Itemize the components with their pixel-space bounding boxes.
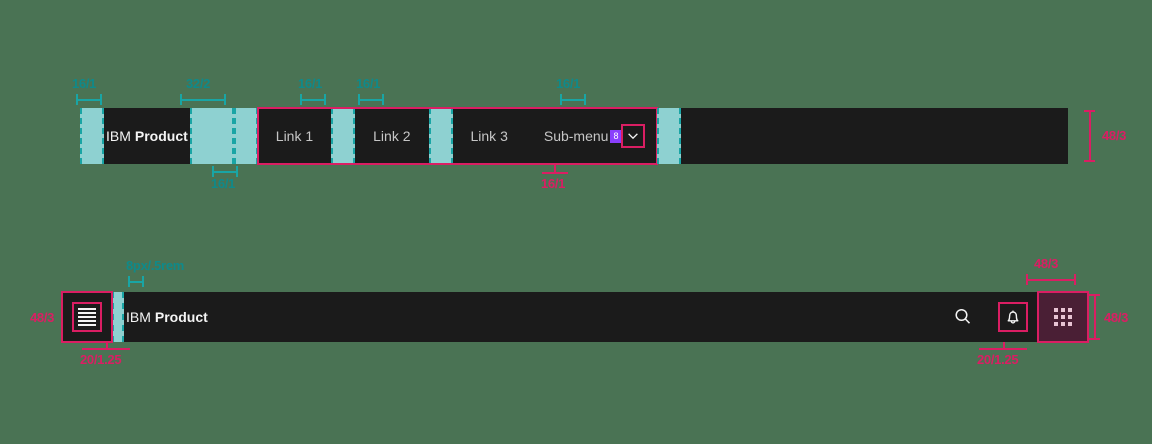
header-one-filler xyxy=(681,108,1068,164)
app-switcher-icon xyxy=(1054,308,1072,326)
spacing-block-brand-right xyxy=(189,108,234,164)
brand-light-text-two: IBM xyxy=(126,309,151,325)
spacing-block-link-gap-two xyxy=(428,108,453,164)
brand-bold-text-two: Product xyxy=(154,309,208,325)
annotation-label-submenu-right-spacing: 16/1 xyxy=(556,76,581,91)
annotation-label-menu-button-height: 48/3 xyxy=(30,310,55,325)
measure-brand-right-spacing xyxy=(180,94,226,105)
measure-brand-left-spacing xyxy=(76,94,102,105)
annotation-label-header-one-height: 48/3 xyxy=(1102,128,1127,143)
hamburger-menu-icon xyxy=(72,302,102,332)
brand-name-header-one[interactable]: IBM Product xyxy=(104,108,190,164)
header-two-filler xyxy=(210,292,938,342)
measure-switcher-height xyxy=(1089,294,1100,340)
annotation-label-brand-left-spacing-two: 8px/.5rem xyxy=(126,258,185,273)
spacing-block-link-gap-one xyxy=(331,108,356,164)
nav-link-3[interactable]: Link 3 xyxy=(470,128,508,144)
brand-name-header-two[interactable]: IBM Product xyxy=(124,292,210,342)
brand-light-text: IBM xyxy=(106,128,131,144)
annotation-label-menu-icon-size: 20/1.25 xyxy=(80,352,122,367)
nav-link-group: Link 1 Link 2 Link 3 Sub-menu 8 xyxy=(256,107,659,165)
spacing-block-nav-gap xyxy=(233,108,258,164)
nav-submenu-badge: 8 xyxy=(610,129,622,143)
measure-link-gap-one xyxy=(300,94,326,105)
measure-switcher-width xyxy=(1026,274,1076,285)
notification-button[interactable] xyxy=(988,292,1038,342)
measure-submenu-right-spacing xyxy=(560,94,586,105)
annotation-label-switcher-height: 48/3 xyxy=(1104,310,1129,325)
notification-bell-icon xyxy=(998,302,1028,332)
nav-submenu-label: Sub-menu xyxy=(543,128,609,144)
brand-bold-text: Product xyxy=(134,128,188,144)
menu-button[interactable] xyxy=(61,291,113,343)
annotation-label-chevron-size: 16/1 xyxy=(541,176,566,191)
nav-submenu[interactable]: Sub-menu 8 xyxy=(526,108,658,164)
measure-link-gap-two xyxy=(358,94,384,105)
spacing-block-submenu-right xyxy=(657,108,682,164)
header-one: IBM Product Link 1 Link 2 Link 3 Sub-men… xyxy=(80,107,1068,165)
annotation-label-link-gap-one: 16/1 xyxy=(298,76,323,91)
spacing-block-brand-left xyxy=(80,108,104,164)
nav-link-2[interactable]: Link 2 xyxy=(373,128,411,144)
leader-base-chevron xyxy=(542,172,568,174)
leader-base-hamburger xyxy=(82,348,130,350)
measure-header-one-height xyxy=(1084,110,1095,162)
measure-brand-left-spacing-two xyxy=(128,276,144,287)
annotation-label-switcher-width: 48/3 xyxy=(1034,256,1059,271)
search-icon xyxy=(955,308,971,324)
app-switcher-button[interactable] xyxy=(1037,291,1089,343)
leader-base-bell xyxy=(979,348,1027,350)
annotation-label-bell-icon-size: 20/1.25 xyxy=(977,352,1019,367)
header-two: IBM Product xyxy=(61,291,1089,343)
annotation-label-brand-left-spacing: 16/1 xyxy=(72,76,97,91)
annotation-label-link-gap-two: 16/1 xyxy=(356,76,381,91)
header-actions xyxy=(938,291,1089,343)
chevron-down-icon[interactable] xyxy=(621,124,646,148)
annotation-label-brand-right-spacing: 32/2 xyxy=(186,76,211,91)
spacing-block-brand-left-two xyxy=(112,292,124,342)
search-button[interactable] xyxy=(938,292,988,342)
measure-nav-gap-spacing xyxy=(212,166,238,177)
annotation-label-nav-gap-spacing: 16/1 xyxy=(211,176,236,191)
nav-link-1[interactable]: Link 1 xyxy=(275,128,314,144)
